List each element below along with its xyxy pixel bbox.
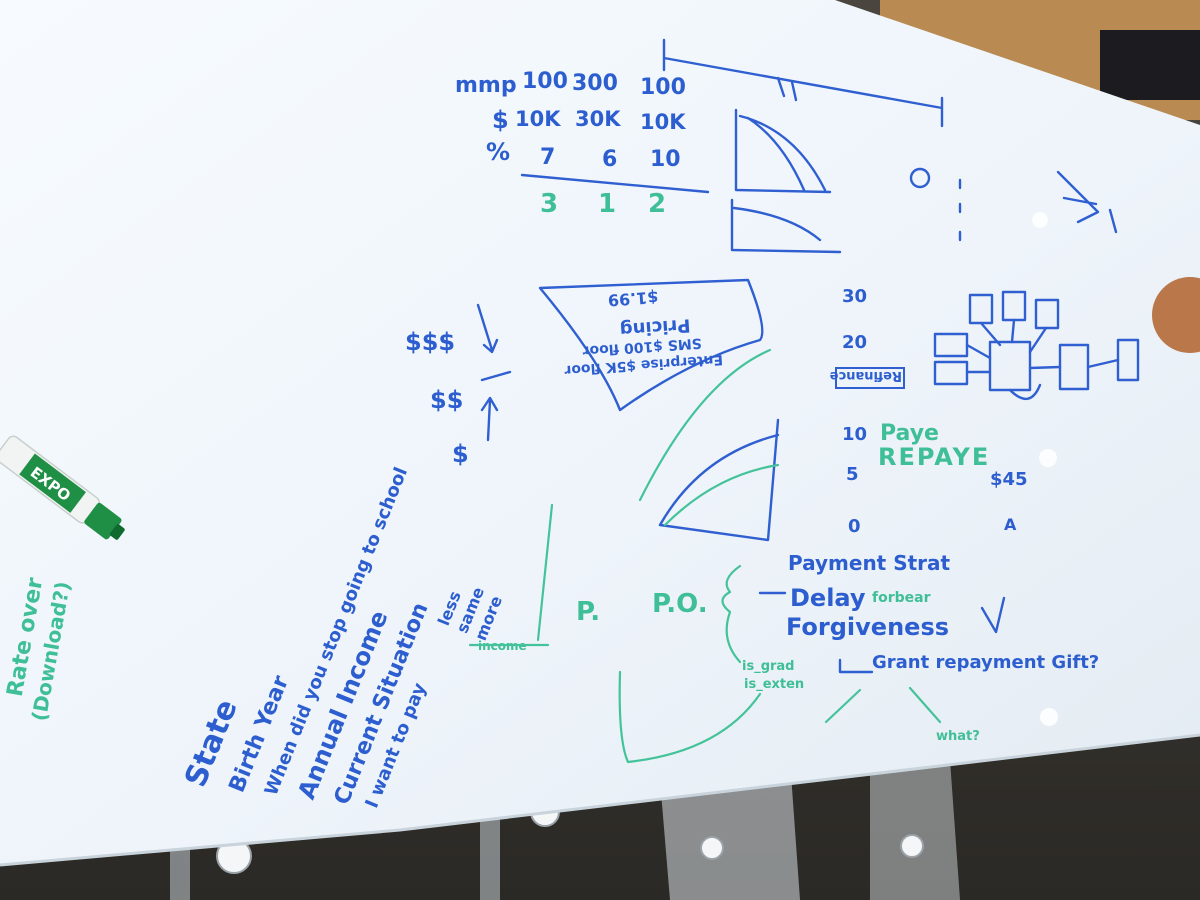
tier-low: $	[452, 440, 469, 468]
curve-sketches	[730, 108, 842, 254]
table-divider	[520, 173, 710, 194]
timeline-sketch	[662, 38, 944, 128]
whiteboard-surface	[0, 0, 1200, 865]
pricing-box: Pricing $1.99 SMS $100 floor Enterprise …	[538, 278, 764, 412]
scale-0: 0	[848, 516, 861, 537]
tier-high: $$$	[405, 328, 455, 356]
label-is-exten: is_exten	[744, 677, 804, 692]
table-percent-3: 10	[650, 147, 681, 172]
po-labels: P. P.O. is_grad is_exten income	[468, 503, 804, 764]
label-po: P.O.	[652, 589, 708, 619]
refinance-box	[835, 367, 905, 389]
refinance-label: Refinance	[830, 368, 902, 383]
board-edge	[0, 733, 1200, 867]
table-dollar-2: 30K	[575, 107, 621, 131]
scale-20: 20	[842, 332, 867, 353]
pricing-table: mmp 100 300 100 $ 10K 30K 10K % 7 6 10 3…	[455, 69, 710, 219]
arrow-sketch-right	[1056, 170, 1118, 234]
amount-45: $45	[990, 469, 1028, 490]
pricing-title: Pricing	[619, 314, 691, 340]
payment-title: Payment Strat	[788, 551, 951, 575]
table-dollar-3: 10K	[640, 110, 686, 134]
light-reflections	[1032, 212, 1058, 726]
upside-notes	[909, 167, 962, 242]
scale-30: 30	[842, 286, 867, 307]
table-rank-2: 1	[598, 189, 616, 219]
scale-10: 10	[842, 424, 867, 445]
label-p: P.	[576, 597, 600, 627]
table-dollar-1: 10K	[515, 107, 561, 131]
dark-object	[1100, 30, 1200, 100]
table-percent-1: 7	[540, 145, 555, 170]
payment-notes: Payment Strat Delay forbear Forgiveness …	[758, 551, 1099, 744]
table-label-mmp: mmp	[455, 73, 517, 98]
table-rank-3: 2	[648, 189, 666, 219]
tier-mid: $$	[430, 386, 463, 414]
payment-what: what?	[936, 729, 980, 744]
flow-diagram	[933, 290, 1140, 400]
payment-forgiveness: Forgiveness	[786, 613, 949, 641]
table-mmp-3: 100	[640, 75, 686, 100]
payment-delay: Delay	[790, 584, 866, 612]
letter-a: A	[1004, 515, 1017, 534]
growth-sketch	[638, 348, 780, 542]
table-percent-2: 6	[602, 147, 617, 172]
price-tiers: $$$ $$ $	[405, 303, 512, 468]
table-mmp-1: 100	[522, 69, 568, 94]
label-is-grad: is_grad	[742, 659, 795, 674]
payment-forbear: forbear	[872, 590, 931, 606]
plan-repaye: REPAYE	[878, 443, 990, 471]
table-rank-1: 3	[540, 189, 558, 219]
payment-grant: Grant repayment Gift?	[872, 652, 1099, 673]
cork-knob	[1152, 277, 1200, 353]
table-label-dollar: $	[492, 106, 509, 134]
table-label-percent: %	[486, 138, 510, 166]
scale-5: 5	[846, 464, 859, 485]
pricing-price: $1.99	[607, 287, 659, 309]
table-mmp-2: 300	[572, 71, 618, 96]
plan-paye: Paye	[880, 421, 939, 446]
scale-numbers: 30 20 10 5 0	[842, 286, 867, 537]
